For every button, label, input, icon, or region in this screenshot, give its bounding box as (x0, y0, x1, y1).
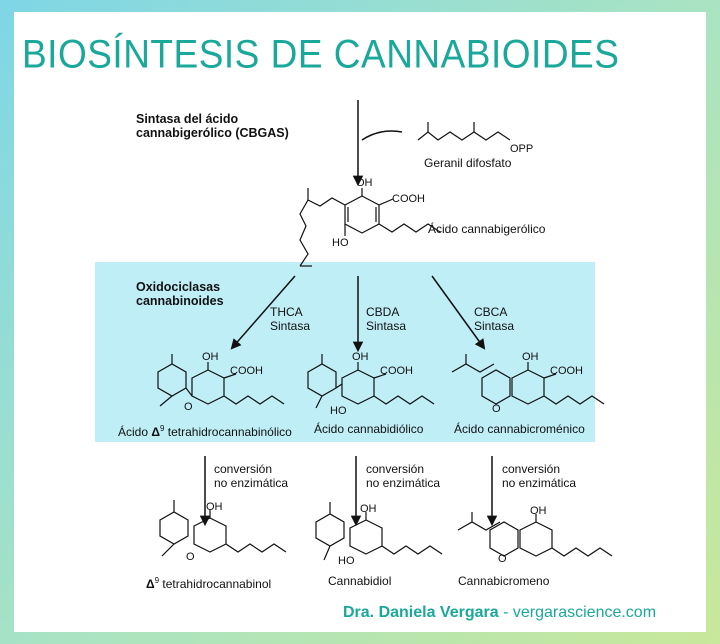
thc-o-label: O (186, 551, 195, 563)
cbc-name: Cannabicromeno (458, 574, 550, 588)
cbca-cooh-label: COOH (550, 365, 583, 377)
cbgas-arrow (352, 100, 403, 187)
page-title: BIOSÍNTESIS DE CANNABIOIDES (22, 32, 620, 77)
thc-name: Δ9 tetrahidrocannabinol (146, 576, 272, 591)
thca-cooh-label: COOH (230, 365, 263, 377)
thca-o-label: O (184, 401, 193, 413)
cbga-oh-label: OH (356, 177, 373, 189)
cbga-structure (299, 188, 441, 267)
cbda-structure (307, 354, 435, 409)
conversion-cbd-line1: conversión (366, 462, 425, 476)
conversion-cbc-line2: no enzimática (502, 476, 577, 490)
thc-structure (159, 500, 287, 557)
geranyl-opp-label: OPP (510, 143, 534, 155)
oxidocyclase-highlight-band (95, 262, 595, 442)
thc-oh-label: OH (206, 501, 223, 513)
oxido-label-line1: Oxidociclasas (136, 280, 221, 294)
cbgas-label-line1: Sintasa del ácido (136, 112, 239, 126)
cbc-structure (457, 512, 613, 557)
cbgas-label-line2: cannabigerólico (CBGAS) (136, 126, 289, 140)
thca-synthase-arrow (230, 275, 296, 350)
cbd-name: Cannabidiol (328, 574, 392, 588)
cbca-synthase-line1: CBCA (474, 305, 508, 319)
cbd-oh-label: OH (360, 503, 377, 515)
footer-credit: Dra. Daniela Vergara - vergarascience.co… (343, 604, 656, 622)
geranyl-diphosphate-structure (417, 122, 511, 141)
geranyl-name: Geranil difosfato (424, 156, 512, 170)
cbca-oh-label: OH (522, 351, 539, 363)
cbc-o-label: O (498, 553, 507, 565)
cbga-cooh-label: COOH (392, 193, 425, 205)
thca-structure (157, 354, 285, 407)
oxido-label-line2: cannabinoides (136, 294, 224, 308)
conversion-thc-line1: conversión (214, 462, 273, 476)
cbda-name: Ácido cannabidiólico (314, 422, 424, 436)
cbca-o-label: O (492, 403, 501, 415)
conversion-thc-line2: no enzimática (214, 476, 289, 490)
cbda-cooh-label: COOH (380, 365, 413, 377)
cbga-name: Ácido cannabigerólico (428, 222, 546, 236)
cbda-oh-label: OH (352, 351, 369, 363)
cbga-ho-label: HO (332, 237, 349, 249)
cbca-synthase-arrow (431, 275, 486, 350)
author-name: Dra. Daniela Vergara (343, 604, 499, 621)
cbda-ho-label: HO (330, 405, 347, 417)
conversion-cbc-line1: conversión (502, 462, 561, 476)
footer-separator: - (498, 604, 513, 621)
cbda-synthase-line2: Sintasa (366, 319, 407, 333)
website-link[interactable]: vergarascience.com (512, 604, 657, 621)
conversion-cbd-line2: no enzimática (366, 476, 441, 490)
cbca-name: Ácido cannabicroménico (454, 422, 585, 436)
cbc-oh-label: OH (530, 505, 547, 517)
cbda-synthase-line1: CBDA (366, 305, 400, 319)
cbd-structure (315, 502, 443, 561)
cbca-structure (451, 354, 605, 405)
thca-oh-label: OH (202, 351, 219, 363)
cbd-ho-label: HO (338, 555, 355, 567)
cbca-synthase-line2: Sintasa (474, 319, 515, 333)
thca-name: Ácido Δ9 tetrahidrocannabinólico (118, 424, 292, 439)
thca-synthase-line1: THCA (270, 305, 303, 319)
thca-synthase-line2: Sintasa (270, 319, 311, 333)
